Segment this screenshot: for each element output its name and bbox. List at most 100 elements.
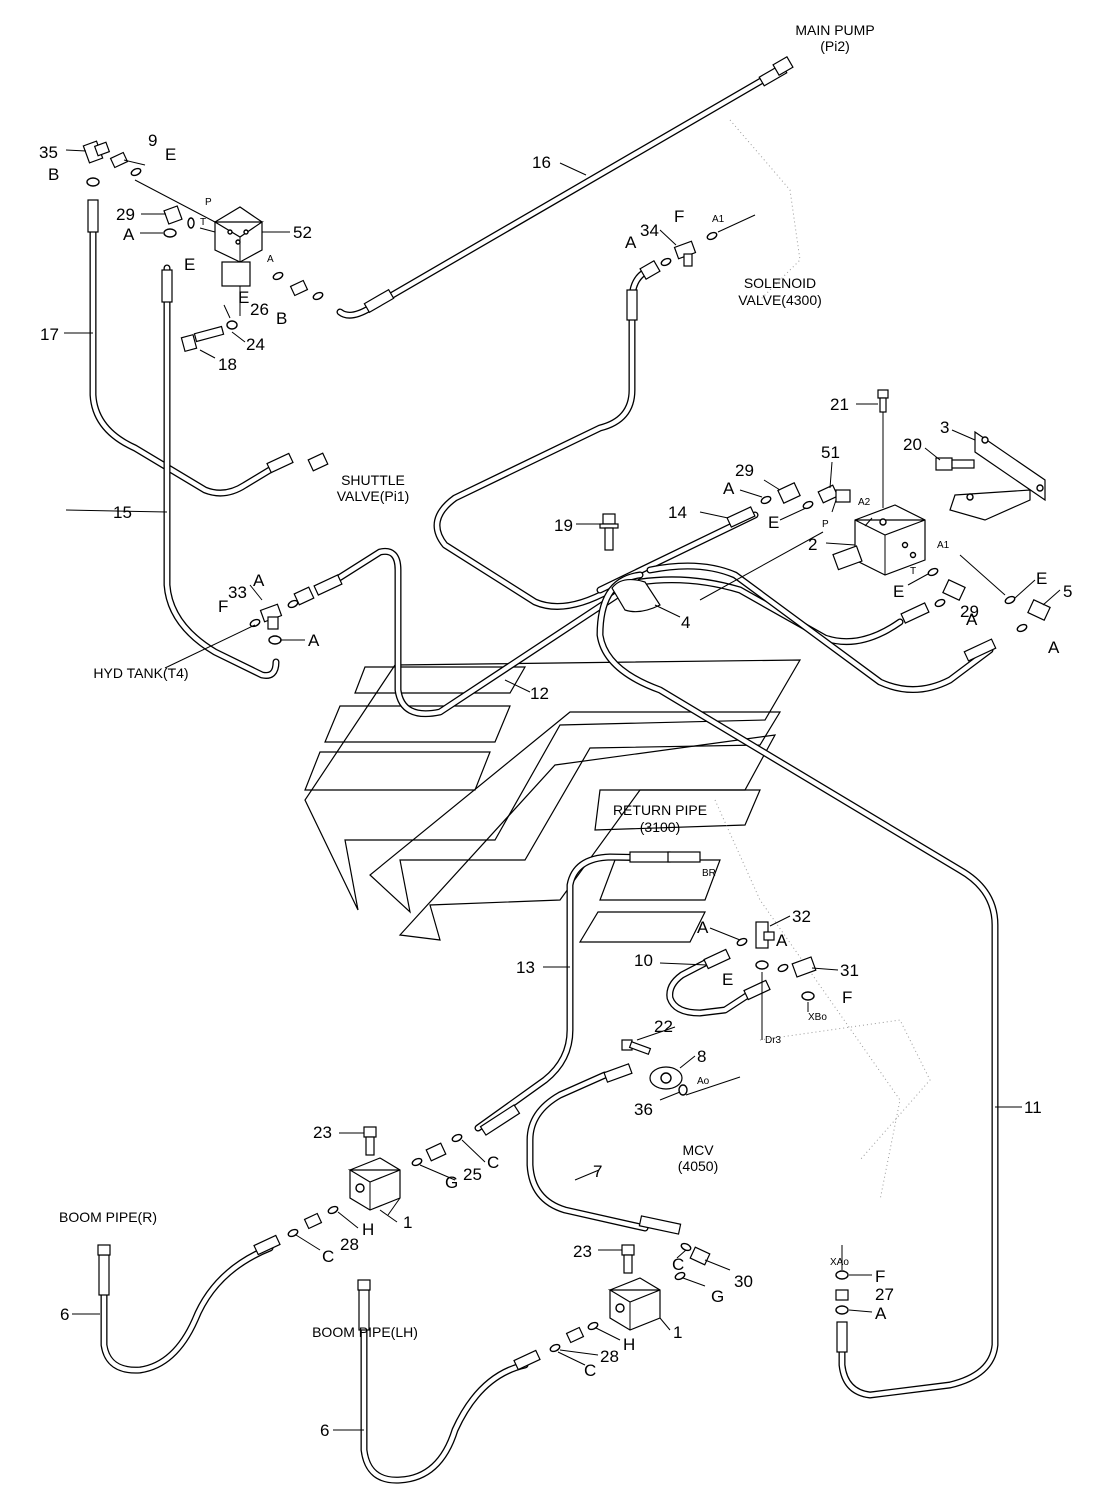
ferrule-10b (743, 979, 771, 1001)
callout-G2: G (711, 1287, 724, 1306)
callout-H1: H (362, 1220, 374, 1239)
elbow-fitting-29b-icon (777, 482, 801, 504)
ferrule-12 (313, 574, 343, 596)
hose-ferrules (87, 63, 997, 1371)
o-ring-G1-icon (411, 1157, 423, 1167)
adapter-26-icon (289, 279, 309, 297)
o-ring-H1-icon (327, 1205, 339, 1215)
caption-main-pump-port: (Pi2) (820, 38, 850, 54)
callout-21: 21 (830, 395, 849, 414)
caption-solenoid-2: VALVE(4300) (738, 292, 822, 308)
callout-A9: A (776, 931, 788, 950)
callout-A1: A (123, 225, 135, 244)
hose-clamp-4-icon (611, 578, 661, 613)
adapter-sol-icon (639, 259, 661, 281)
ferrule-7b (638, 1215, 682, 1235)
callout-12: 12 (530, 684, 549, 703)
callout-A7: A (308, 631, 320, 650)
bolt-19-icon (599, 513, 619, 551)
o-ring-C1-icon (451, 1133, 463, 1143)
callout-29a: 29 (116, 205, 135, 224)
elbow-fitting-29c-icon (942, 579, 966, 601)
elbow-fitting-29a-icon (163, 205, 183, 225)
ferrule-15 (161, 269, 173, 303)
callout-6b: 6 (320, 1421, 329, 1440)
caption-shuttle-1: SHUTTLE (341, 472, 405, 488)
adapter-9-icon (109, 151, 129, 169)
callout-C3: C (672, 1255, 684, 1274)
o-ring-B2-icon (312, 291, 324, 301)
port-xao: XAo (830, 1257, 849, 1268)
callout-E1: E (165, 145, 176, 164)
o-ring-G2-icon (674, 1271, 686, 1281)
caption-main-pump: MAIN PUMP (795, 22, 874, 38)
o-ring-F1-icon (706, 231, 718, 241)
callout-23a: 23 (313, 1123, 332, 1142)
callout-5: 5 (1063, 582, 1072, 601)
callout-2: 2 (808, 535, 817, 554)
o-ring-A7-icon (268, 635, 282, 645)
block-valve-52-icon (212, 206, 264, 287)
adapter-28a-icon (303, 1212, 323, 1230)
callout-A2: A (625, 233, 637, 252)
elbow-fitting-51-icon (817, 484, 851, 504)
port-p-top: P (205, 197, 212, 208)
o-ring-E2-icon (187, 217, 195, 229)
callout-35: 35 (39, 143, 58, 162)
adapter-25-icon (425, 1142, 447, 1162)
o-ring-H2-icon (587, 1321, 599, 1331)
callout-B2: B (276, 309, 287, 328)
caption-return-pipe-2: (3100) (640, 819, 680, 835)
hose-solenoid (433, 268, 649, 610)
caption-mcv-1: MCV (682, 1142, 714, 1158)
callout-51: 51 (821, 443, 840, 462)
ferrule-11 (836, 1321, 848, 1353)
fittings-and-blocks (82, 55, 1051, 1344)
o-ring-A5-icon (1016, 623, 1028, 633)
ferrule-6d (513, 1349, 541, 1371)
tee-fitting-34-icon (673, 240, 697, 267)
bolt-22-icon (621, 1039, 652, 1056)
callout-E4: E (768, 513, 779, 532)
caption-hyd-tank: HYD TANK(T4) (93, 665, 188, 681)
hose-to-29 (636, 576, 904, 646)
callout-26: 26 (250, 300, 269, 319)
port-t-top: T (200, 217, 206, 228)
o-ring-E7-icon (755, 960, 769, 970)
callout-30: 30 (734, 1272, 753, 1291)
hoses (89, 66, 999, 1484)
callout-G1: G (445, 1173, 458, 1192)
callout-7: 7 (593, 1162, 602, 1181)
ferrule-10a (703, 948, 731, 970)
o-ring-A10-icon (835, 1305, 849, 1315)
port-dr3: Dr3 (765, 1035, 782, 1046)
callout-F4: F (875, 1267, 885, 1286)
bolt-21-icon (877, 389, 889, 413)
callout-36: 36 (634, 1100, 653, 1119)
ferrule-7a (603, 1063, 633, 1083)
adapter-27-icon (835, 1289, 849, 1301)
bolt-23b-icon (621, 1244, 635, 1274)
callout-29c: 29 (960, 602, 979, 621)
callout-9: 9 (148, 131, 157, 150)
hose-11 (596, 571, 999, 1399)
o-ring-A8-icon (736, 937, 748, 947)
o-ring-C2-icon (287, 1228, 299, 1238)
caption-mcv-2: (4050) (678, 1158, 718, 1174)
o-ring-A6-icon (287, 599, 299, 609)
bolt-23a-icon (363, 1126, 377, 1156)
o-ring-F3-icon (801, 991, 815, 1001)
callout-19: 19 (554, 516, 573, 535)
callout-28a: 28 (340, 1235, 359, 1254)
caption-boom-pipe-lh: BOOM PIPE(LH) (312, 1324, 418, 1340)
caption-boom-pipe-r: BOOM PIPE(R) (59, 1209, 157, 1225)
callout-34: 34 (640, 221, 659, 240)
callout-17: 17 (40, 325, 59, 344)
callout-A3: A (723, 479, 735, 498)
block-1-lower-icon (607, 1277, 661, 1331)
adapter-12-icon (293, 586, 315, 606)
port-br: BR (702, 868, 716, 879)
callout-E6: E (1036, 569, 1047, 588)
callout-31: 31 (840, 961, 859, 980)
flange-8-icon (649, 1066, 683, 1090)
